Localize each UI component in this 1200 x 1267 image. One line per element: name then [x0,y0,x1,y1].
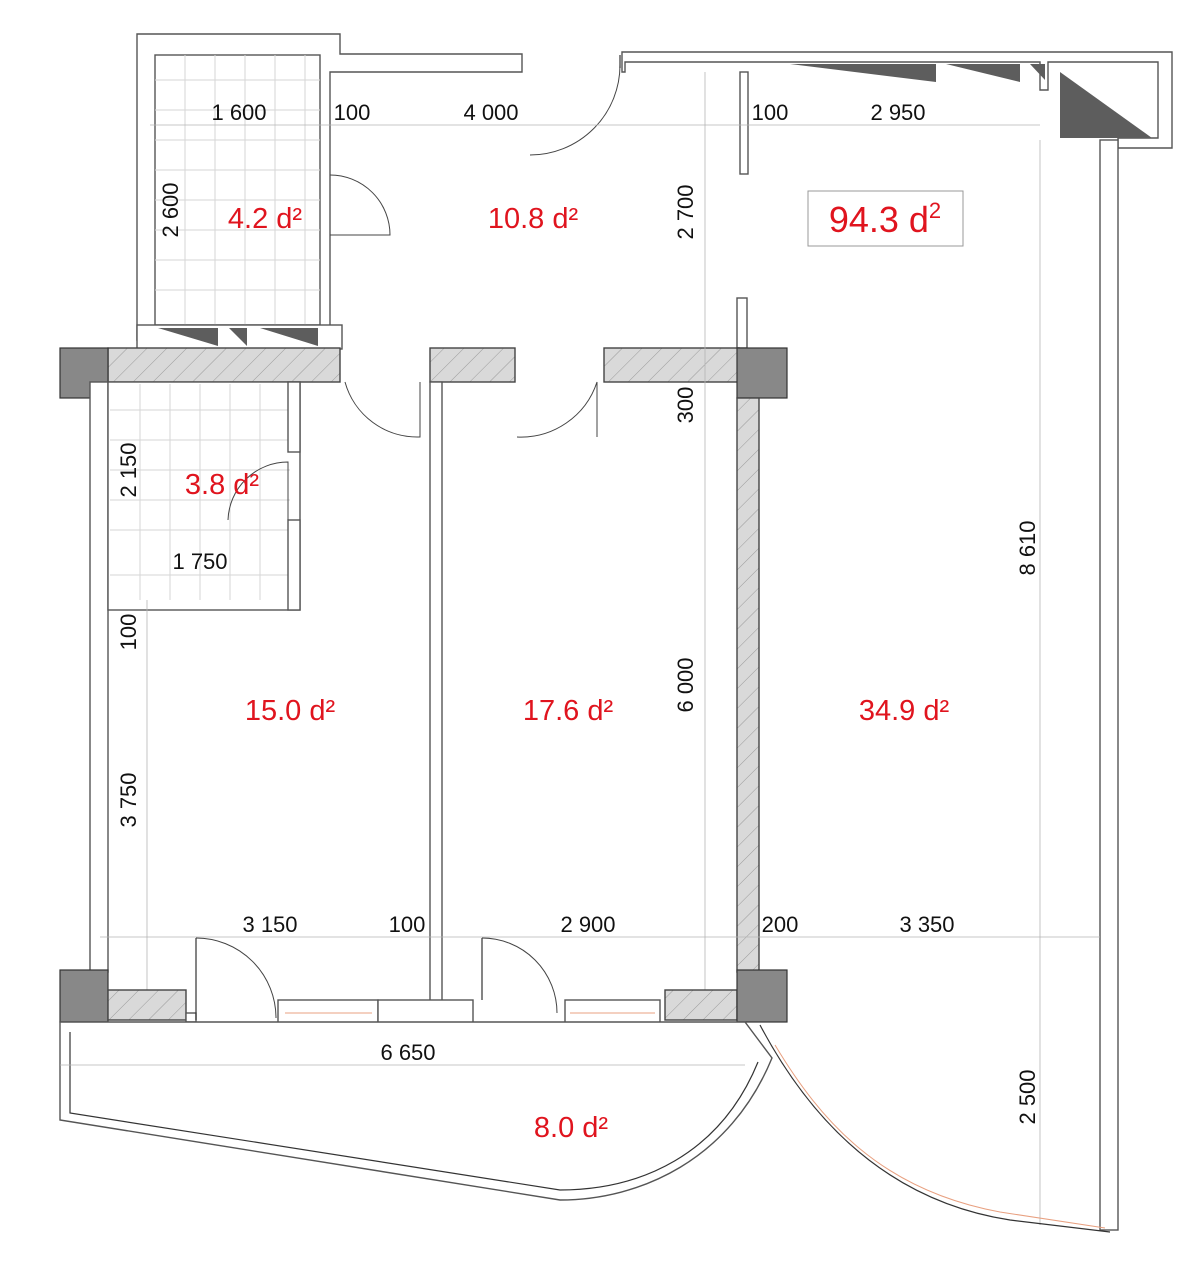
dim-2900: 2 900 [560,912,615,937]
dim-4000: 4 000 [463,100,518,125]
dim-2950: 2 950 [870,100,925,125]
total-area-box: 94.3 ԁ2 [807,190,964,247]
balcony-outline [59,1021,1111,1233]
dim-3150: 3 150 [242,912,297,937]
right-outer-wall [1039,139,1119,1231]
dim-1600: 1 600 [211,100,266,125]
dim-300: 300 [673,387,698,424]
dim-100-left: 100 [116,614,141,651]
bathroom-top-block [136,33,523,350]
area-balcony: 8.0 ԁ² [534,1112,608,1144]
dimension-lines [60,124,1100,1066]
dim-100-top: 100 [334,100,371,125]
dim-100-bottom: 100 [389,912,426,937]
total-area: 94.3 ԁ2 [829,198,941,240]
dim-2700: 2 700 [673,184,698,239]
dim-2600: 2 600 [158,182,183,237]
bathroom-small-tiles [110,384,290,600]
total-area-unit: ԁ [909,199,929,240]
dim-1750: 1 750 [172,549,227,574]
total-area-value: 94.3 [829,199,909,240]
area-labels: 4.2 ԁ² 10.8 ԁ² 3.8 ԁ² 15.0 ԁ² 17.6 ԁ² 34… [185,203,950,1144]
dim-2500: 2 500 [1015,1069,1040,1124]
area-bedroom-middle: 17.6 ԁ² [523,695,614,727]
left-bathroom-block [89,381,301,973]
top-right-wall [529,51,1173,349]
total-area-exponent: 2 [929,198,941,223]
dim-6000: 6 000 [673,657,698,712]
middle-wall-row [59,347,788,438]
dim-200: 200 [762,912,799,937]
area-hall: 10.8 ԁ² [488,203,579,235]
dimension-labels: 1 600 100 4 000 100 2 950 2 600 2 700 30… [116,100,1040,1125]
dim-100-top-right: 100 [752,100,789,125]
area-bathroom-top: 4.2 ԁ² [228,203,302,235]
dim-3350: 3 350 [899,912,954,937]
partition-walls [146,72,760,1003]
dim-6650: 6 650 [380,1040,435,1065]
area-bedroom-left: 15.0 ԁ² [245,695,336,727]
area-bathroom-small: 3.8 ԁ² [185,469,259,501]
area-living-room: 34.9 ԁ² [859,695,950,727]
dim-8610: 8 610 [1015,520,1040,575]
bottom-wall-row [59,937,788,1027]
dim-2150: 2 150 [116,442,141,497]
bathroom-top-tiles [155,55,320,325]
dim-3750: 3 750 [116,772,141,827]
